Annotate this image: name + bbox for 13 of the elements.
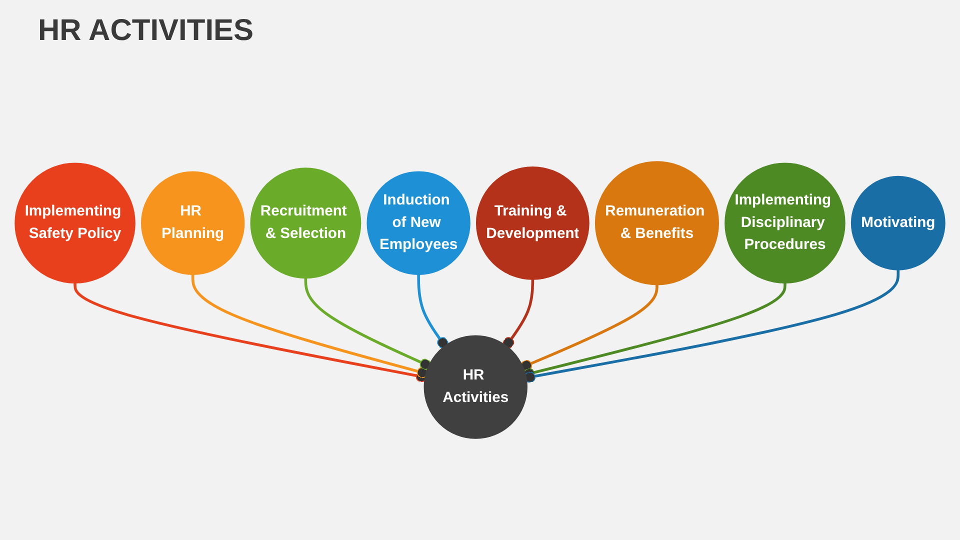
node-circle: Motivating [850,176,946,270]
node-circle: Training & Development [476,166,590,280]
node-circle: Implementing Safety Policy [14,162,136,284]
title: HR ACTIVITIES [38,14,254,48]
node-circle: Recruitment & Selection [250,168,362,279]
node-circle: Remuneration & Benefits [594,161,720,286]
connector [524,268,900,383]
node-circle: Induction of New Employees [366,171,470,275]
node-circle: Implementing Disciplinary Procedures [724,162,846,284]
connector [417,272,448,348]
node-circle: HR Activities [424,335,528,439]
connector [502,277,534,348]
node-circle: HR Planning [140,171,245,275]
